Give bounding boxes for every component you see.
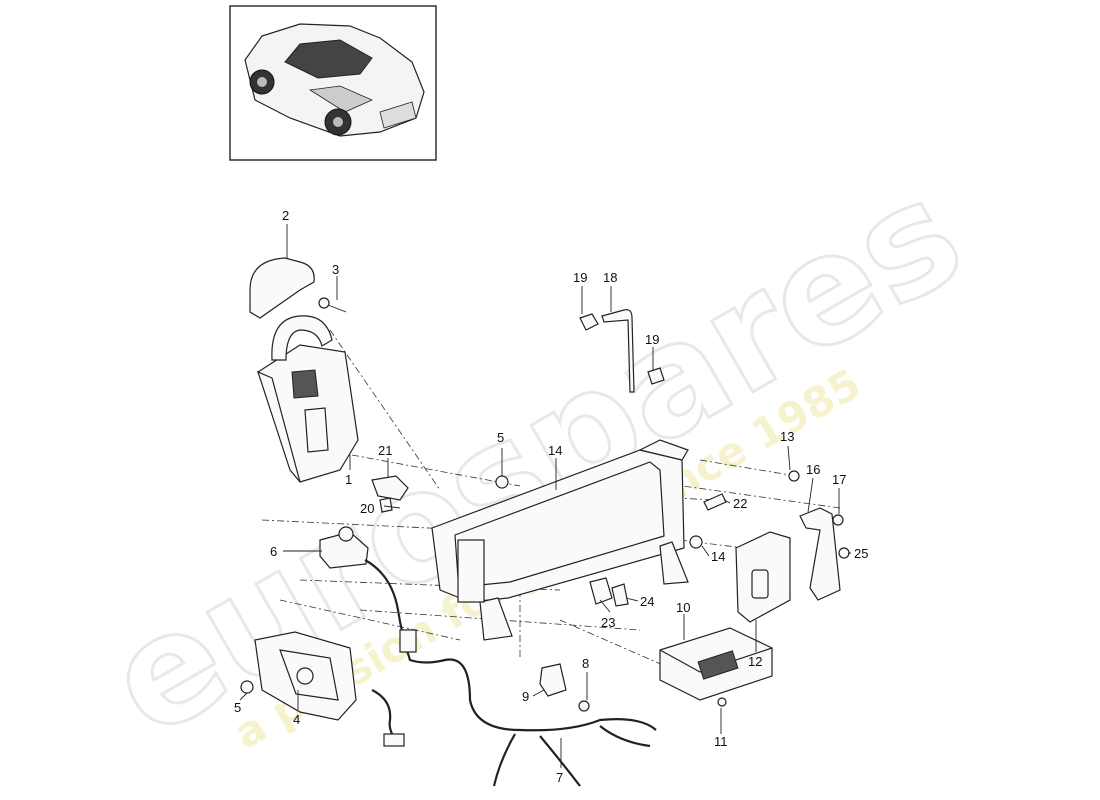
part-bracket-21: [371, 475, 409, 501]
callout-14: 14: [711, 549, 725, 564]
callout-12: 12: [748, 654, 762, 669]
callout-24: 24: [640, 594, 654, 609]
leader-lines: [239, 224, 851, 768]
callout-25: 25: [854, 546, 868, 561]
part-wiring-harness: [364, 559, 657, 787]
callout-16: 16: [806, 462, 820, 477]
part-clip-23: [589, 577, 613, 605]
callout-9: 9: [522, 689, 529, 704]
callout-2: 2: [282, 208, 289, 223]
watermark-brand: eurospares: [81, 146, 989, 771]
part-clip-19a: [579, 313, 599, 331]
callout-13: 13: [780, 429, 794, 444]
callout-20: 20: [360, 501, 374, 516]
callout-23: 23: [601, 615, 615, 630]
part-control-unit-10: [659, 627, 773, 701]
callout-5b: 5: [234, 700, 241, 715]
callout-10: 10: [676, 600, 690, 615]
callout-labels: 2 3 1 19 18 19 5 14 21 20 6 4 5 7 8 9 10…: [234, 208, 868, 785]
part-screw-13: [788, 470, 800, 482]
callout-19a: 19: [573, 270, 587, 285]
callout-4: 4: [293, 712, 300, 727]
car-icon: [244, 23, 425, 137]
part-bracket-9: [539, 663, 567, 697]
part-clip-19b: [647, 367, 665, 385]
part-bolt-8: [578, 700, 590, 712]
callout-22: 22: [733, 496, 747, 511]
part-bolt-17: [832, 514, 844, 526]
callout-6: 6: [270, 544, 277, 559]
part-clip-22: [703, 493, 727, 511]
part-screw-3: [318, 297, 347, 313]
callout-8: 8: [582, 656, 589, 671]
callout-1: 1: [345, 472, 352, 487]
callout-5a: 5: [497, 430, 504, 445]
part-clip-24: [611, 583, 629, 607]
callout-15: 14: [548, 443, 562, 458]
callout-11: 11: [714, 734, 728, 749]
part-bolt-25: [838, 547, 850, 559]
part-screw-11: [717, 697, 727, 707]
callout-18: 18: [603, 270, 617, 285]
part-drive-unit: [254, 631, 357, 721]
part-screw-5a: [495, 475, 509, 489]
part-clip-20: [379, 497, 393, 513]
callout-17: 17: [832, 472, 846, 487]
part-rod: [601, 309, 635, 393]
part-main-frame: [431, 439, 689, 641]
watermark: eurospares a passion for parts since 198…: [80, 145, 991, 773]
part-sensor-6: [319, 526, 369, 569]
part-screw-5b: [240, 680, 254, 694]
callout-3: 3: [332, 262, 339, 277]
part-module-12: [735, 531, 791, 623]
part-lock-mechanism: [257, 315, 359, 483]
callout-7: 7: [556, 770, 563, 785]
car-thumbnail: [229, 5, 437, 161]
callout-21: 21: [378, 443, 392, 458]
part-bolt-14: [689, 535, 703, 549]
part-bracket-16: [799, 507, 841, 601]
callout-19b: 19: [645, 332, 659, 347]
part-cover: [249, 257, 315, 319]
